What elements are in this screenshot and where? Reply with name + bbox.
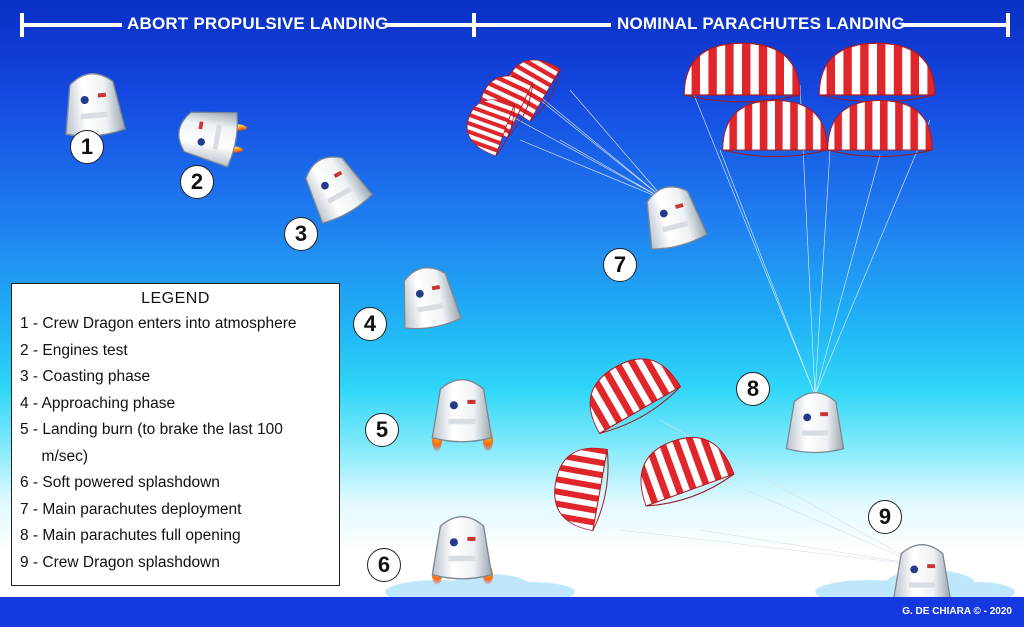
header-bar-right: [472, 13, 1010, 37]
parachutes-step-7: [459, 48, 709, 254]
parachutes-step-8: [683, 42, 936, 454]
legend-item: 9 - Crew Dragon splashdown: [20, 553, 220, 571]
capsule-step-3: [293, 145, 375, 228]
legend-item: 4 - Approaching phase: [20, 394, 176, 412]
capsule-step-1: [60, 70, 127, 139]
sea-band: [0, 597, 1024, 627]
step-number-7: 7: [603, 248, 637, 282]
capsule-step-5: [431, 378, 493, 452]
step-number-8: 8: [736, 372, 770, 406]
legend-box: LEGEND 1 - Crew Dragon enters into atmos…: [11, 283, 340, 586]
legend-item: 8 - Main parachutes full opening: [20, 527, 241, 544]
header-left-title: ABORT PROPULSIVE LANDING: [127, 14, 389, 33]
legend-list: 1 - Crew Dragon enters into atmosphere 2…: [20, 311, 339, 576]
step-number-1: 1: [70, 130, 104, 164]
step-number-4: 4: [353, 307, 387, 341]
legend-item: 1 - Crew Dragon enters into atmosphere: [20, 315, 297, 332]
legend-item: 2 - Engines test: [20, 341, 128, 359]
step-number-6: 6: [367, 548, 401, 582]
step-number-2: 2: [180, 165, 214, 199]
capsule-step-4: [394, 262, 463, 333]
legend-item: 7 - Main parachutes deployment: [20, 500, 242, 518]
credit-text: G. DE CHIARA © - 2020: [902, 606, 1012, 617]
header-bar-left: [20, 13, 474, 37]
legend-item: 6 - Soft powered splashdown: [20, 474, 220, 491]
capsule-step-2: [173, 102, 247, 169]
header-right-title: NOMINAL PARACHUTES LANDING: [617, 14, 905, 33]
parachutes-step-9: [548, 343, 952, 606]
step-number-3: 3: [284, 217, 318, 251]
step-number-5: 5: [365, 413, 399, 447]
capsule-step-6: [431, 515, 493, 585]
legend-item: 3 - Coasting phase: [20, 368, 151, 385]
legend-title: LEGEND: [141, 290, 210, 307]
step-number-9: 9: [868, 500, 902, 534]
legend-item: m/sec): [20, 447, 89, 465]
legend-item: 5 - Landing burn (to brake the last 100: [20, 421, 283, 438]
